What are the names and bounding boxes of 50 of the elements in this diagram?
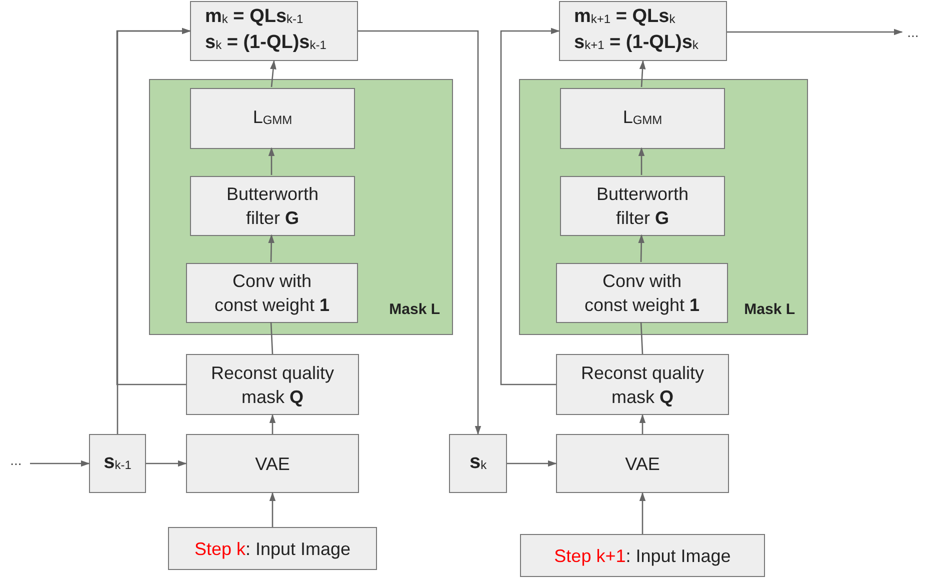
process-box [556, 434, 729, 493]
box-label: L$_{GMM}$ [252, 106, 294, 129]
process-box [560, 176, 725, 236]
box-label: VAE [624, 452, 661, 476]
arrow [727, 28, 903, 36]
box-label: Butterworth filter G [225, 183, 320, 230]
box-label: L$_{GMM}$ [622, 106, 664, 129]
arrow [507, 460, 557, 467]
box-label: VAE [254, 452, 291, 476]
process-box [556, 354, 729, 415]
arrow [269, 414, 276, 434]
box-label: Butterworth filter G [595, 183, 690, 230]
arrow [146, 460, 187, 467]
arrow [638, 147, 645, 175]
process-box [556, 263, 728, 323]
arrow [270, 60, 276, 88]
process-box [190, 176, 355, 236]
input-box [520, 534, 765, 577]
box-label: Reconst quality mask Q [210, 362, 336, 408]
arrow [358, 30, 482, 435]
state-box [449, 434, 507, 493]
mask-panel [149, 79, 453, 335]
panel-title: Mask L [389, 300, 440, 320]
arrow [639, 414, 646, 434]
arrow [30, 460, 90, 467]
ellipsis-text: ... [902, 22, 924, 42]
box-label: Step k+1: Input Image [554, 544, 731, 568]
process-box [560, 88, 725, 149]
formula-box [190, 1, 358, 61]
arrow [268, 234, 275, 262]
process-box [186, 263, 358, 323]
arrow [268, 147, 275, 175]
process-box [186, 434, 359, 493]
input-box [168, 527, 377, 570]
box-label: Conv with const weight 1 [583, 270, 701, 317]
box-label: Step k: Input Image [194, 538, 351, 560]
arrow [269, 492, 276, 527]
arrow [639, 60, 646, 88]
process-box [186, 354, 359, 415]
formula-box [559, 1, 727, 61]
arrow [638, 234, 645, 262]
state-box [89, 434, 146, 493]
arrow [639, 492, 646, 534]
arrow [500, 28, 560, 386]
panel-title: Mask L [744, 300, 795, 320]
mask-panel [519, 79, 808, 335]
ellipsis-text: ... [2, 450, 30, 470]
process-box [190, 88, 355, 149]
box-label: Conv with const weight 1 [213, 270, 331, 317]
box-label: Reconst quality mask Q [580, 362, 706, 408]
